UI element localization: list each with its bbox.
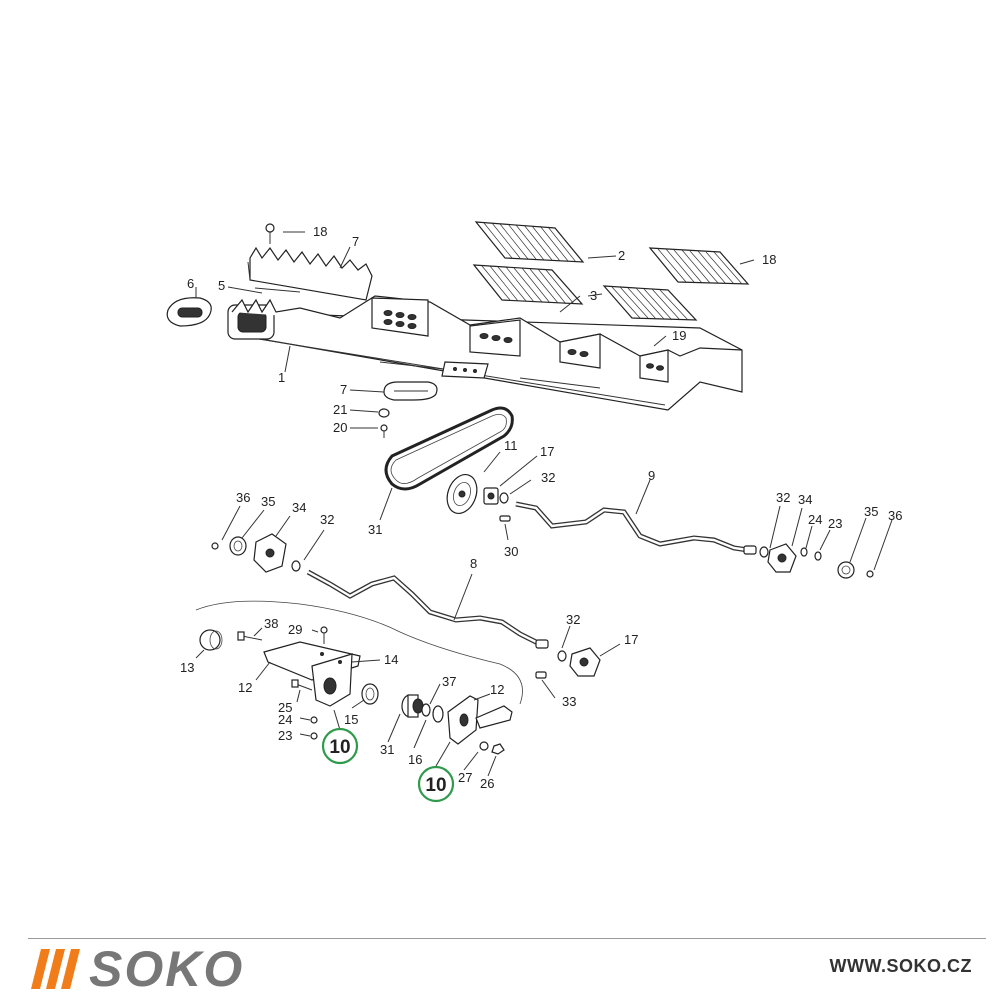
washer-32 [499,492,509,504]
callout-32-c: 32 [776,490,790,505]
bolt-20 [380,424,388,438]
callout-18: 18 [762,252,776,267]
callout-30: 31 [368,522,382,537]
callout-36-b: 36 [888,508,902,523]
highlight-ring-1 [321,727,359,765]
washer-15 [361,683,379,705]
callout-24-b: 24 [278,712,292,727]
bolt-25 [291,679,313,691]
nut-27 [479,741,489,751]
callout-34-b: 34 [798,492,812,507]
callout-37: 37 [442,674,456,689]
callout-5: 5 [218,278,225,293]
callout-28: 29 [288,622,302,637]
callout-3: 3 [590,288,597,303]
callout-19: 19 [672,328,686,343]
leader-lines [195,231,893,777]
nut-23 [310,732,318,740]
callout-32-b: 32 [320,512,334,527]
bearing-31 [401,694,424,718]
slot-plate [383,381,438,401]
washer-24 [310,716,318,724]
ring-37 [421,703,431,717]
callout-14: 14 [384,652,398,667]
crankshaft-9 [515,501,757,555]
footer-divider [28,938,986,939]
callout-17-a: 17 [540,444,554,459]
end-cap [166,297,212,327]
callout-32-a: 32 [541,470,555,485]
bearing-17-lower [557,647,601,677]
callout-22: 18 [313,224,327,239]
bolt-28 [320,626,328,644]
highlight-callout-2: 10 [425,775,446,796]
parts-diagram: 18 7 5 6 2 3 18 19 1 7 21 20 11 17 32 9 … [166,221,902,803]
callout-36-a: 36 [236,490,250,505]
bracket-14 [263,641,361,707]
bearing-cluster-right [759,543,874,579]
callout-32-d: 32 [566,612,580,627]
highlight-ring-2 [417,765,455,803]
callout-16: 16 [408,752,422,767]
highlighted-callouts: 10 10 [321,727,455,803]
callout-38: 38 [264,616,278,631]
callout-12-b: 12 [490,682,504,697]
callout-34-a: 34 [292,500,306,515]
callout-12-a: 12 [238,680,252,695]
bolt-22 [265,223,275,244]
callout-31: 31 [380,742,394,757]
highlight-callout-1: 10 [329,737,350,758]
callout-6: 6 [187,276,194,291]
callout-15: 15 [344,712,358,727]
callout-33: 33 [562,694,576,709]
callout-labels: 18 7 5 6 2 3 18 19 1 7 21 20 11 17 32 9 … [180,224,902,791]
straw-walker-assembly [227,295,743,411]
frame-contour [195,600,523,705]
callout-13: 13 [180,660,194,675]
key-29 [499,515,511,522]
bearing-cluster-left [211,533,301,573]
pulley [446,474,478,514]
callout-21: 21 [333,402,347,417]
callout-7: 7 [340,382,347,397]
callout-2: 2 [618,248,625,263]
bushing-13 [199,629,223,651]
callout-11: 11 [504,438,518,453]
brand-mark-icon [31,949,80,989]
callout-27: 27 [458,770,472,785]
callout-29: 30 [504,544,518,559]
callout-23-a: 23 [828,516,842,531]
callout-25: 25 [278,700,292,715]
callout-4: 7 [352,234,359,249]
callout-17-b: 17 [624,632,638,647]
callout-35-b: 35 [864,504,878,519]
callout-9: 9 [648,468,655,483]
callout-35-a: 35 [261,494,275,509]
crankshaft-8 [306,569,549,649]
website-url[interactable]: WWW.SOKO.CZ [829,956,972,976]
bearing-17 [483,487,499,505]
v-belt [384,406,514,491]
ring-16 [432,705,444,723]
grate-screens [472,221,750,321]
brand-logo: SOKO [30,941,245,997]
bracket-12-right [447,695,513,745]
bolt-38 [237,631,263,641]
callout-20: 20 [333,420,347,435]
toothed-strip [247,246,373,301]
brand-name: SOKO [89,941,245,997]
callout-24-a: 24 [808,512,822,527]
nut-21 [378,408,390,418]
callout-23-b: 23 [278,728,292,743]
nut-26 [491,743,505,755]
key-33 [535,671,547,679]
callout-1: 1 [278,370,285,385]
callout-8: 8 [470,556,477,571]
callout-26: 26 [480,776,494,791]
